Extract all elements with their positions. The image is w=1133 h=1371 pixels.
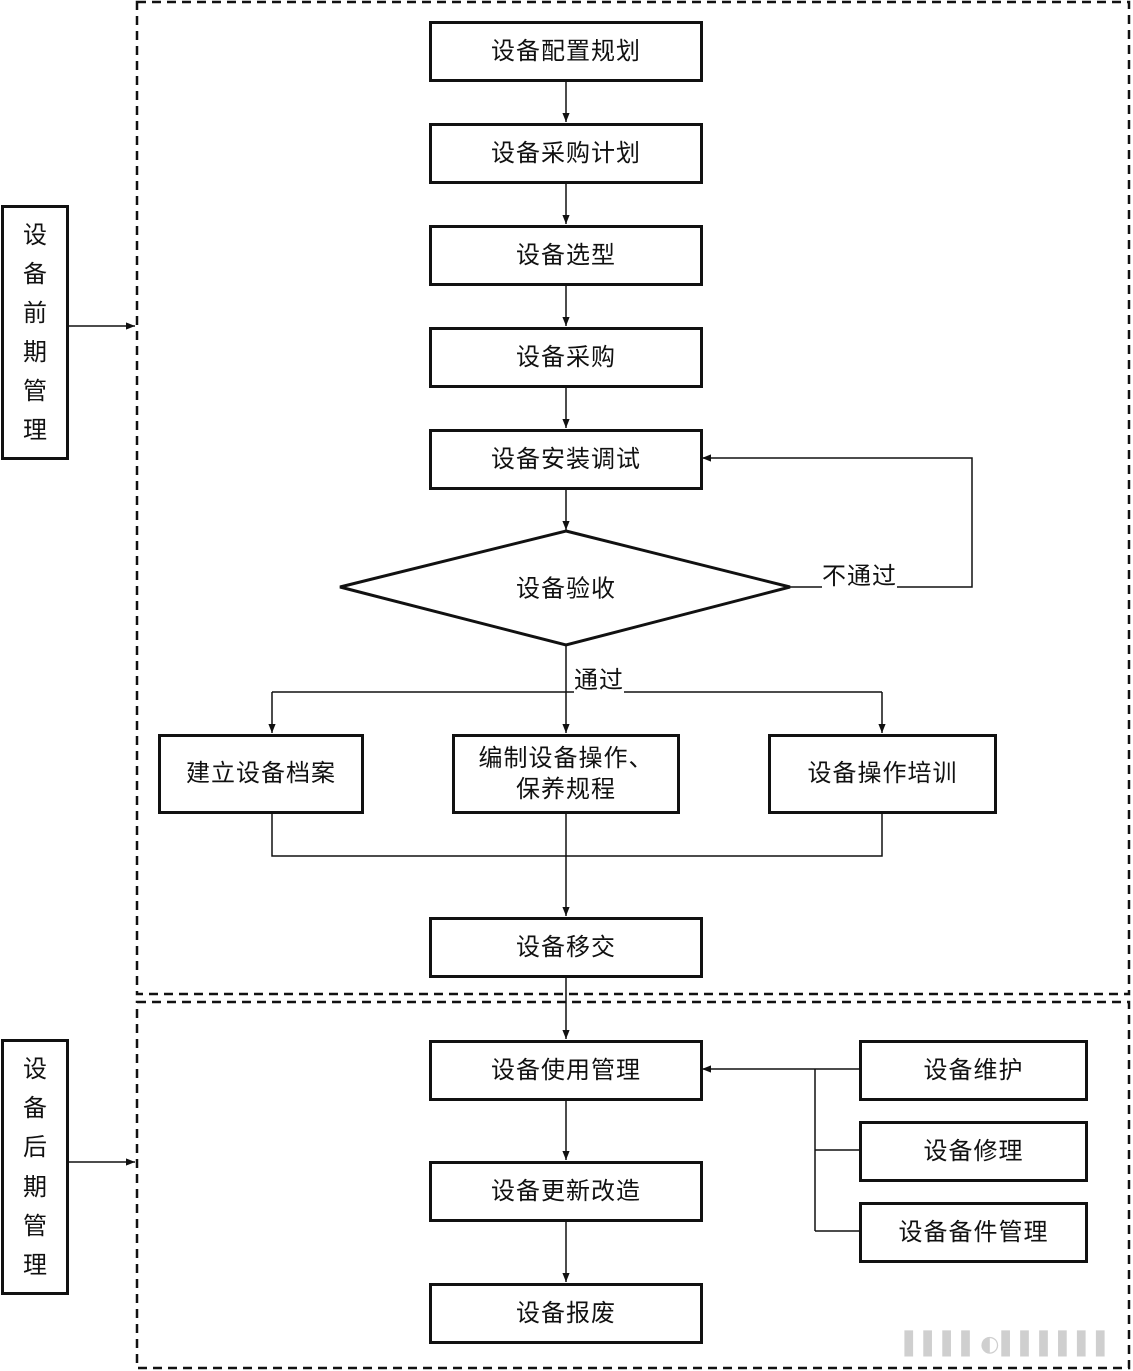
training-node: 设备操作培训 <box>768 734 997 814</box>
selection-node: 设备选型 <box>429 225 703 286</box>
repair-node: 设备修理 <box>859 1121 1088 1182</box>
early-phase-char: 理 <box>23 416 47 444</box>
scrap-node: 设备报废 <box>429 1283 703 1344</box>
late-phase-char: 设 <box>23 1055 47 1084</box>
handover-node: 设备移交 <box>429 917 703 978</box>
maintenance-node: 设备维护 <box>859 1040 1088 1101</box>
purchase-node: 设备采购 <box>429 327 703 388</box>
early-phase-char: 管 <box>23 377 47 405</box>
renovation-node: 设备更新改造 <box>429 1161 703 1222</box>
procedures-node: 编制设备操作、 保养规程 <box>452 734 680 814</box>
fail-label: 不通过 <box>822 556 897 591</box>
late-phase-label: 设 备 后 期 管 理 <box>1 1039 69 1295</box>
late-phase-char: 理 <box>23 1250 47 1279</box>
install-debug-node: 设备安装调试 <box>429 429 703 490</box>
late-phase-char: 管 <box>23 1211 47 1240</box>
early-phase-label: 设 备 前 期 管 理 <box>1 205 69 460</box>
pass-label: 通过 <box>574 660 624 695</box>
late-phase-char: 备 <box>23 1094 47 1123</box>
early-phase-char: 设 <box>23 221 47 249</box>
early-phase-char: 备 <box>23 260 47 288</box>
procedures-line2: 保养规程 <box>516 775 616 803</box>
config-planning-node: 设备配置规划 <box>429 21 703 82</box>
watermark: ▌▌▌▌◐▌▌▌▌▌▌ <box>904 1332 1115 1357</box>
late-phase-frame <box>135 1000 1131 1370</box>
early-phase-char: 期 <box>23 338 47 366</box>
acceptance-label: 设备验收 <box>516 574 616 603</box>
usage-mgmt-node: 设备使用管理 <box>429 1040 703 1101</box>
spare-parts-node: 设备备件管理 <box>859 1202 1088 1263</box>
procedures-line1: 编制设备操作、 <box>478 743 654 772</box>
merge-line <box>271 813 883 857</box>
purchase-plan-node: 设备采购计划 <box>429 123 703 184</box>
late-phase-char: 后 <box>23 1133 47 1162</box>
early-phase-char: 前 <box>23 299 47 327</box>
archive-node: 建立设备档案 <box>158 734 364 814</box>
late-phase-char: 期 <box>23 1172 47 1201</box>
early-phase-frame <box>135 0 1131 996</box>
